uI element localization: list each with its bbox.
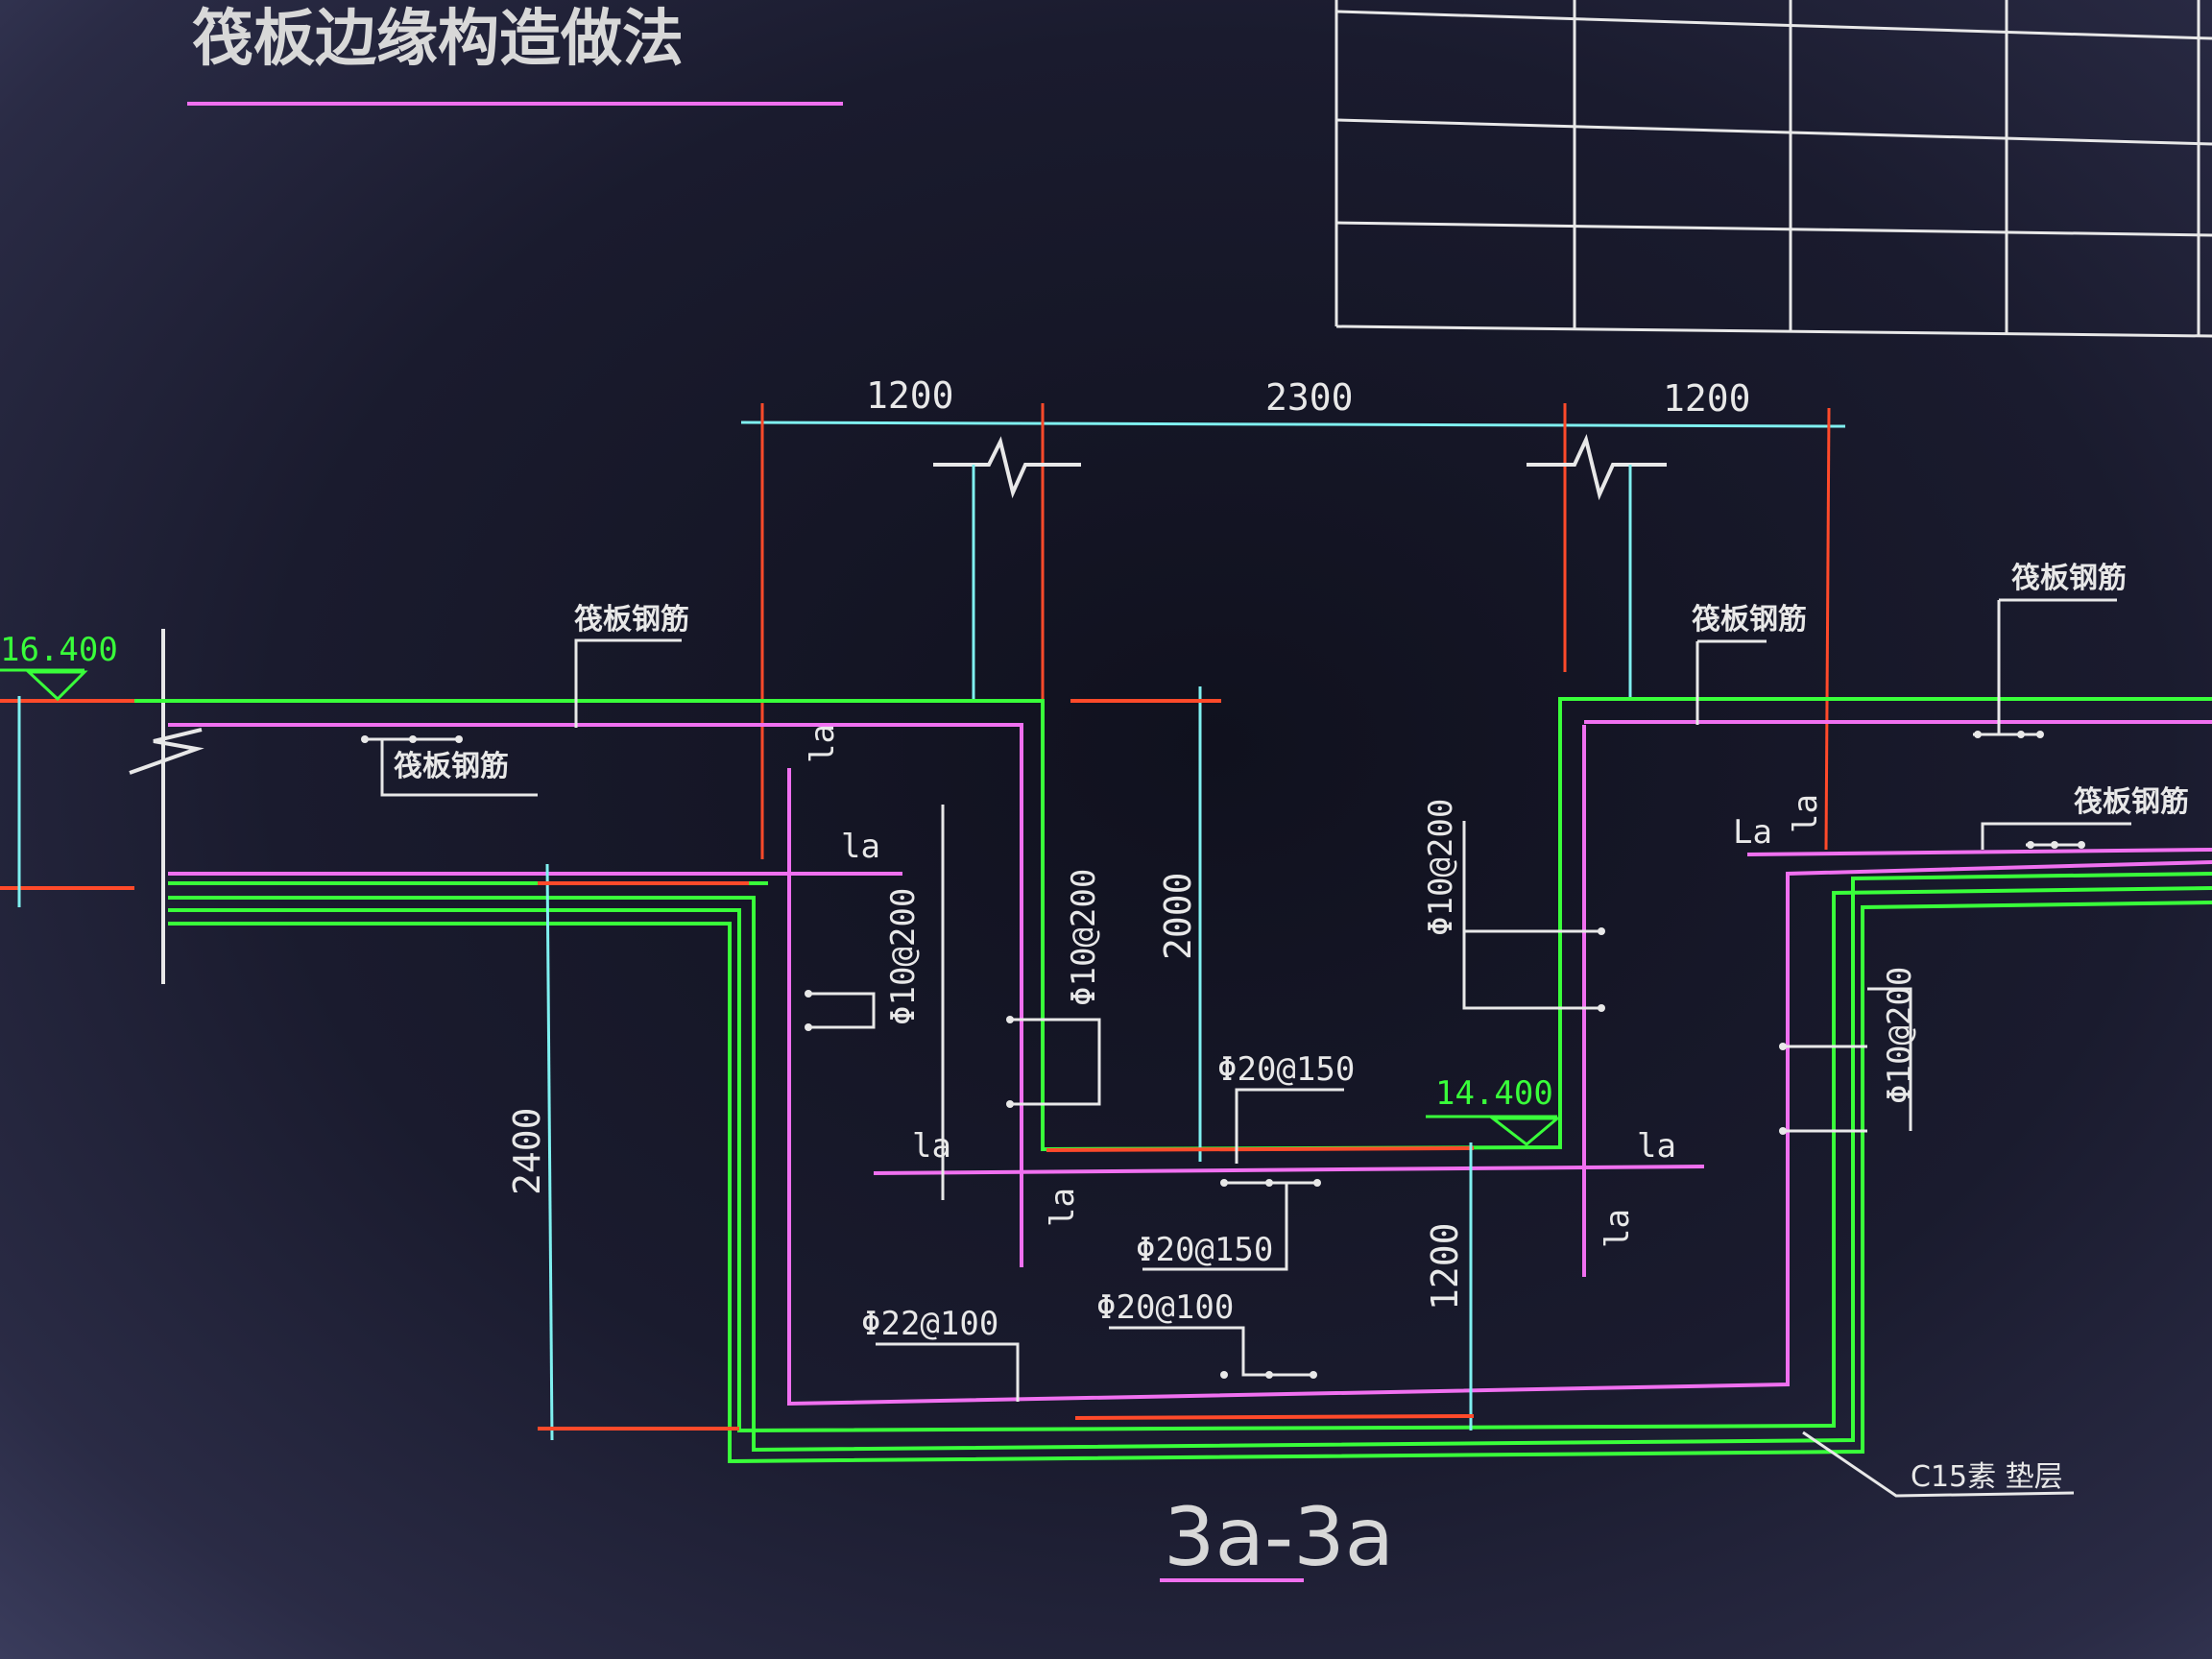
elevation-pit-label: 14.400 xyxy=(1435,1074,1553,1113)
label-raft-rebar-1: 筏板钢筋 xyxy=(574,603,689,637)
label-rebar-10-200-c: Φ10@200 xyxy=(1422,799,1460,936)
tick-markers xyxy=(361,731,2085,1379)
label-rebar-10-200-a: Φ10@200 xyxy=(884,888,923,1025)
top-dimension-line xyxy=(740,403,1846,859)
dim-pit-depth: 2000 xyxy=(1157,872,1199,960)
break-symbol-right xyxy=(1527,433,1667,501)
label-rebar-10-200-d: Φ10@200 xyxy=(1881,967,1919,1104)
label-la-4: la xyxy=(1044,1188,1082,1227)
break-symbol-left xyxy=(933,436,1081,499)
dim-top-mid: 2300 xyxy=(1265,376,1354,419)
label-rebar-20-150-b: Φ20@150 xyxy=(1136,1231,1273,1269)
drawing-title: 筏板边缘构造做法 xyxy=(192,3,684,75)
slab-dim-line xyxy=(545,863,554,1441)
label-rebar-10-200-b: Φ10@200 xyxy=(1065,869,1103,1006)
label-raft-rebar-4: 筏板钢筋 xyxy=(2011,562,2127,595)
label-La-1: La xyxy=(1733,813,1772,852)
label-raft-rebar-5: 筏板钢筋 xyxy=(2074,785,2189,819)
label-rebar-22-100: Φ22@100 xyxy=(861,1305,998,1343)
label-la-3: la xyxy=(912,1127,951,1166)
leader-lines xyxy=(363,598,2131,1498)
label-raft-rebar-3: 筏板钢筋 xyxy=(1692,603,1807,637)
schedule-table xyxy=(1334,0,2212,338)
label-rebar-20-150-a: Φ20@150 xyxy=(1217,1050,1355,1089)
elevation-mark-left xyxy=(0,668,88,907)
dim-top-right: 1200 xyxy=(1663,377,1751,420)
section-label: 3a-3a xyxy=(1164,1490,1394,1584)
label-la-2: la xyxy=(841,828,880,866)
label-rebar-20-100: Φ20@100 xyxy=(1096,1288,1234,1327)
label-cushion: C15素 垫层 xyxy=(1911,1460,2063,1494)
label-la-5: la xyxy=(1787,794,1825,833)
label-la-1: la xyxy=(804,724,842,763)
rebar-lines xyxy=(168,720,2212,1407)
break-symbol-wall xyxy=(129,728,204,775)
dim-bottom-depth: 1200 xyxy=(1424,1222,1466,1310)
dim-slab-depth: 2400 xyxy=(506,1107,548,1195)
label-raft-rebar-2: 筏板钢筋 xyxy=(394,750,509,783)
elevation-left-label: 16.400 xyxy=(0,631,118,669)
dim-top-left: 1200 xyxy=(866,374,954,417)
label-la-6: la xyxy=(1637,1127,1676,1166)
elevation-mark-pit xyxy=(1426,1115,1562,1146)
label-la-7: la xyxy=(1599,1209,1637,1248)
